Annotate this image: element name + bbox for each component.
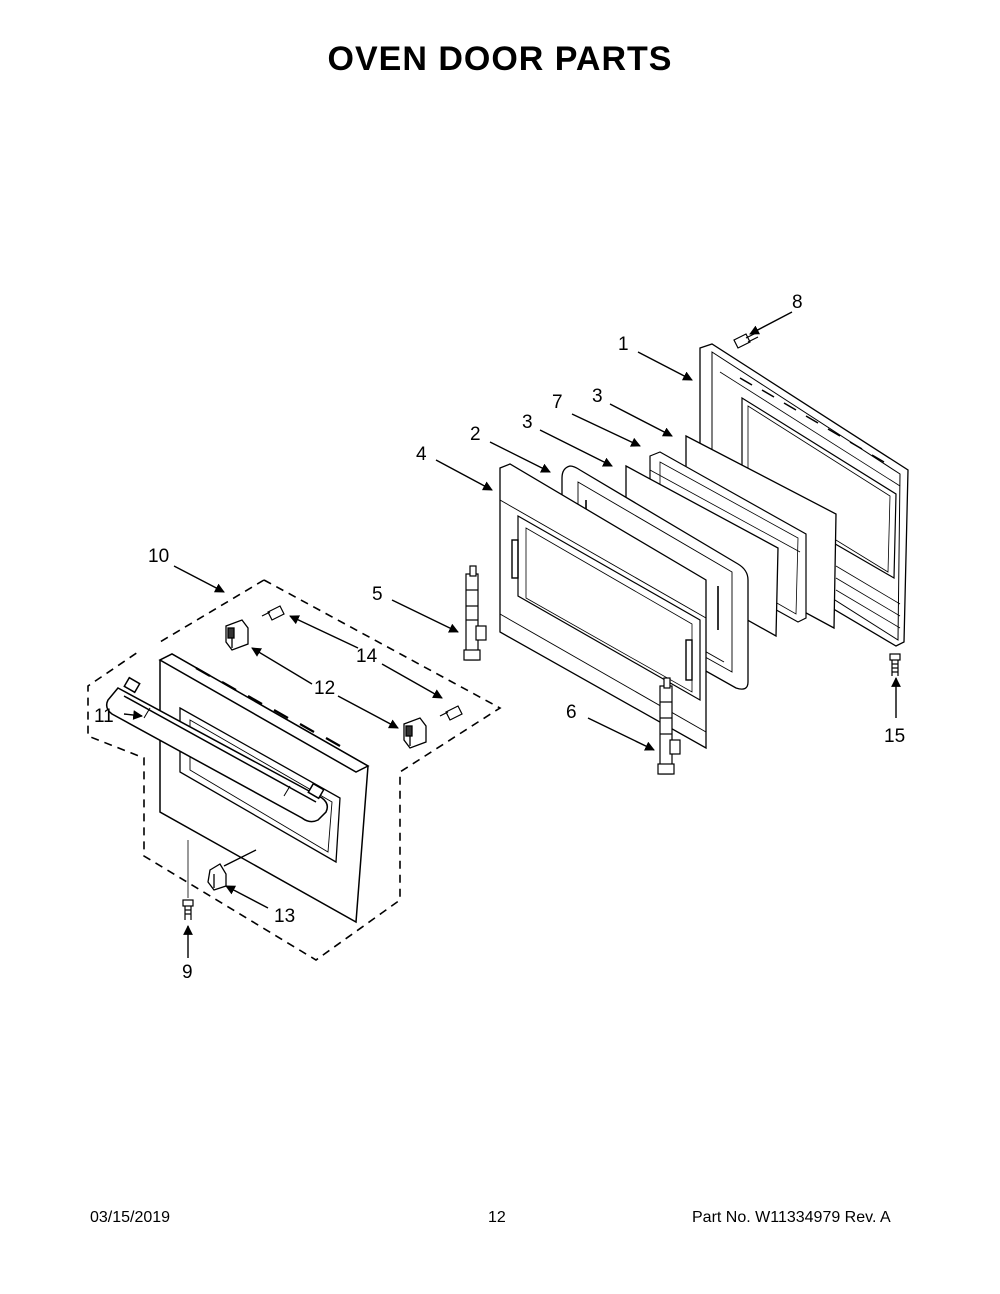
callout-1: 1	[618, 334, 629, 355]
part-inner-door-liner	[699, 343, 909, 647]
callout-2: 2	[470, 424, 481, 445]
leader-14b	[381, 663, 443, 699]
part-screw-bottom-left	[182, 840, 194, 920]
leader-6	[587, 717, 655, 751]
leader-3a	[609, 403, 673, 437]
page-title: OVEN DOOR PARTS	[327, 40, 673, 78]
callout-14: 14	[356, 646, 378, 667]
leader-12a	[251, 647, 313, 685]
leader-13-up	[223, 849, 257, 867]
callout-15: 15	[884, 726, 905, 747]
part-screw-bottom-right	[889, 653, 901, 676]
part-handle-screws	[261, 605, 463, 721]
callout-4: 4	[416, 444, 427, 465]
callout-7: 7	[552, 392, 563, 413]
leader-4	[435, 459, 493, 491]
footer-date: 03/15/2019	[90, 1209, 171, 1226]
leader-7	[571, 413, 641, 447]
leader-5	[391, 599, 459, 633]
callout-5: 5	[372, 584, 383, 605]
callout-10: 10	[148, 546, 169, 567]
callout-8: 8	[792, 292, 803, 313]
callout-3b: 3	[522, 412, 533, 433]
part-screw-top	[733, 332, 759, 349]
callout-labels: 1 3 7 3 2 4 8 5 6 15 10 11 12 14 13 9	[94, 292, 905, 983]
callout-9: 9	[182, 962, 193, 983]
part-handle-bracket-lower	[403, 717, 427, 749]
leader-10	[173, 565, 225, 593]
leader-12b	[337, 695, 399, 729]
callout-leaders	[123, 311, 901, 958]
leader-1	[637, 351, 693, 381]
leader-3b	[539, 429, 613, 467]
footer-part-number: Part No. W11334979 Rev. A	[692, 1209, 891, 1226]
callout-13: 13	[274, 906, 295, 927]
footer-page-number: 12	[488, 1209, 506, 1226]
leader-13	[225, 885, 269, 909]
part-hinge-right	[657, 677, 681, 775]
callout-6: 6	[566, 702, 577, 723]
callout-3a: 3	[592, 386, 603, 407]
part-door-frame	[499, 463, 707, 750]
leader-14a	[289, 615, 359, 649]
leader-2	[489, 441, 551, 473]
part-door-handle	[105, 676, 329, 823]
leader-11	[123, 710, 143, 720]
part-handle-bracket-upper	[225, 619, 249, 651]
callout-12: 12	[314, 678, 335, 699]
leader-8	[749, 311, 793, 335]
part-door-clip	[207, 863, 227, 891]
part-outer-door-assembly-boundary	[87, 579, 502, 961]
part-hinge-left	[463, 565, 487, 661]
callout-11: 11	[94, 706, 114, 727]
